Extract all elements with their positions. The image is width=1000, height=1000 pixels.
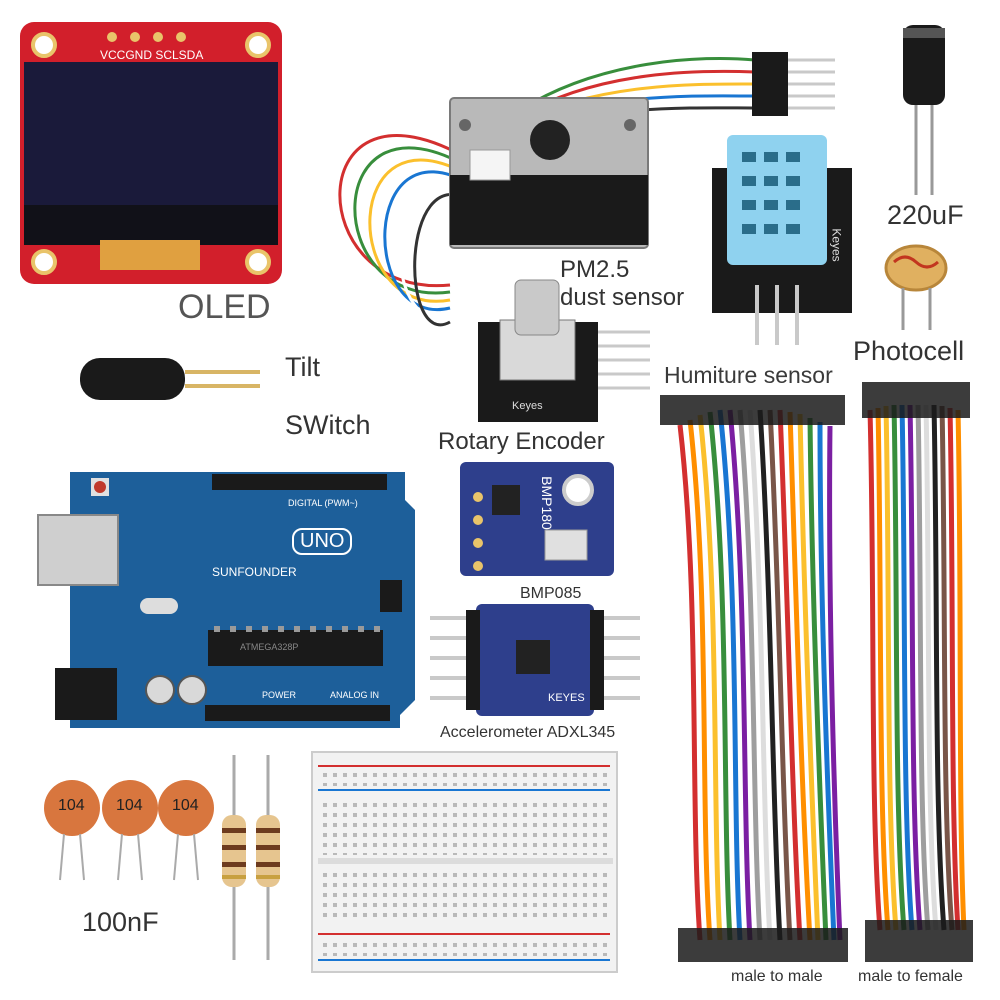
- rotary-label: Rotary Encoder: [438, 428, 605, 455]
- ceramic-capacitors: [44, 780, 214, 881]
- jumper-wires-male-to-female: [862, 382, 973, 962]
- bmp-label: BMP085: [520, 585, 582, 602]
- rotary-encoder: [478, 279, 650, 422]
- male-to-female-label: male to female: [858, 968, 963, 985]
- accelerometer-board-label: KEYES: [548, 692, 585, 704]
- arduino-uno: [37, 472, 415, 728]
- bmp-module: [460, 462, 614, 576]
- tilt-label-line1: Tilt: [285, 352, 320, 382]
- jumper-wires-male-to-male: [660, 395, 848, 962]
- ceramic-cap-code-3: 104: [172, 797, 199, 814]
- oled-module: [20, 22, 282, 284]
- accelerometer-label: Accelerometer ADXL345: [440, 724, 616, 741]
- rotary-board-label: Keyes: [512, 400, 543, 412]
- ceramic-cap-value-label: 100nF: [82, 907, 159, 937]
- humiture-board-label: Keyes: [829, 228, 844, 262]
- resistors: [222, 755, 280, 960]
- oled-pin-labels: VCCGND SCLSDA: [100, 48, 204, 62]
- electrolytic-capacitor: [903, 25, 945, 195]
- accelerometer-module: [430, 604, 640, 716]
- tilt-label-line2: SWitch: [285, 410, 371, 440]
- humiture-label: Humiture sensor: [664, 362, 833, 388]
- capacitor-value-label: 220uF: [887, 200, 964, 230]
- male-to-male-label: male to male: [731, 968, 823, 985]
- tilt-switch: [80, 358, 260, 400]
- bmp-chip-label: BMP180: [538, 476, 555, 530]
- uno-digital-label: DIGITAL (PWM~): [288, 498, 358, 508]
- ceramic-cap-code-1: 104: [58, 797, 85, 814]
- photocell-label: Photocell: [853, 336, 965, 366]
- uno-analog-label: ANALOG IN: [330, 690, 380, 700]
- uno-chip-label: ATMEGA328P: [240, 642, 299, 652]
- uno-model-label: UNO: [292, 528, 353, 555]
- oled-label: OLED: [178, 288, 271, 326]
- pm25-label-line1: PM2.5: [560, 256, 630, 283]
- humiture-sensor: [712, 135, 852, 345]
- dust-sensor: [338, 52, 835, 327]
- uno-brand-label: SUNFOUNDER: [212, 565, 297, 579]
- pm25-label-line2: dust sensor: [560, 284, 685, 311]
- ceramic-cap-code-2: 104: [116, 797, 143, 814]
- photocell: [884, 244, 948, 330]
- breadboard: [311, 751, 618, 973]
- uno-power-label: POWER: [262, 690, 297, 700]
